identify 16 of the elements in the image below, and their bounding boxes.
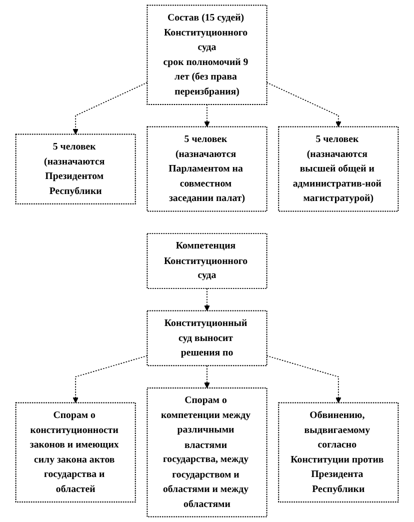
arrow: [72, 82, 148, 134]
node-box: Компетенция Конституционного суда: [146, 233, 268, 289]
node-box: Спорам о конституционности законов и имеющих силу закона актов государства и областей: [15, 402, 136, 502]
arrow: [204, 104, 210, 128]
arrow: [204, 288, 210, 312]
node-box: Спорам о компетенции между различными властями государства, между государством и областями и между областями: [146, 387, 268, 518]
node-box: Состав (15 судей) Конституционного суда срок полномочий 9 лет (без права переизбрания): [146, 4, 268, 105]
arrow: [266, 355, 342, 404]
node-box: 5 человек (назначаются Президентом Республики: [15, 134, 136, 204]
node-box: 5 человек (назначаются Парламентом на совместном заседании палат): [146, 126, 268, 212]
arrow: [72, 355, 148, 404]
node-box: Конституционный суд выносит решения по: [146, 310, 268, 366]
node-box: Обвинению, выдвигаемому согласно Конституции против Президента Республики: [278, 402, 399, 502]
arrow: [204, 365, 210, 388]
arrow: [266, 82, 342, 128]
node-box: 5 человек (назначаются высшей общей и административ-ной магистратурой): [278, 126, 399, 212]
